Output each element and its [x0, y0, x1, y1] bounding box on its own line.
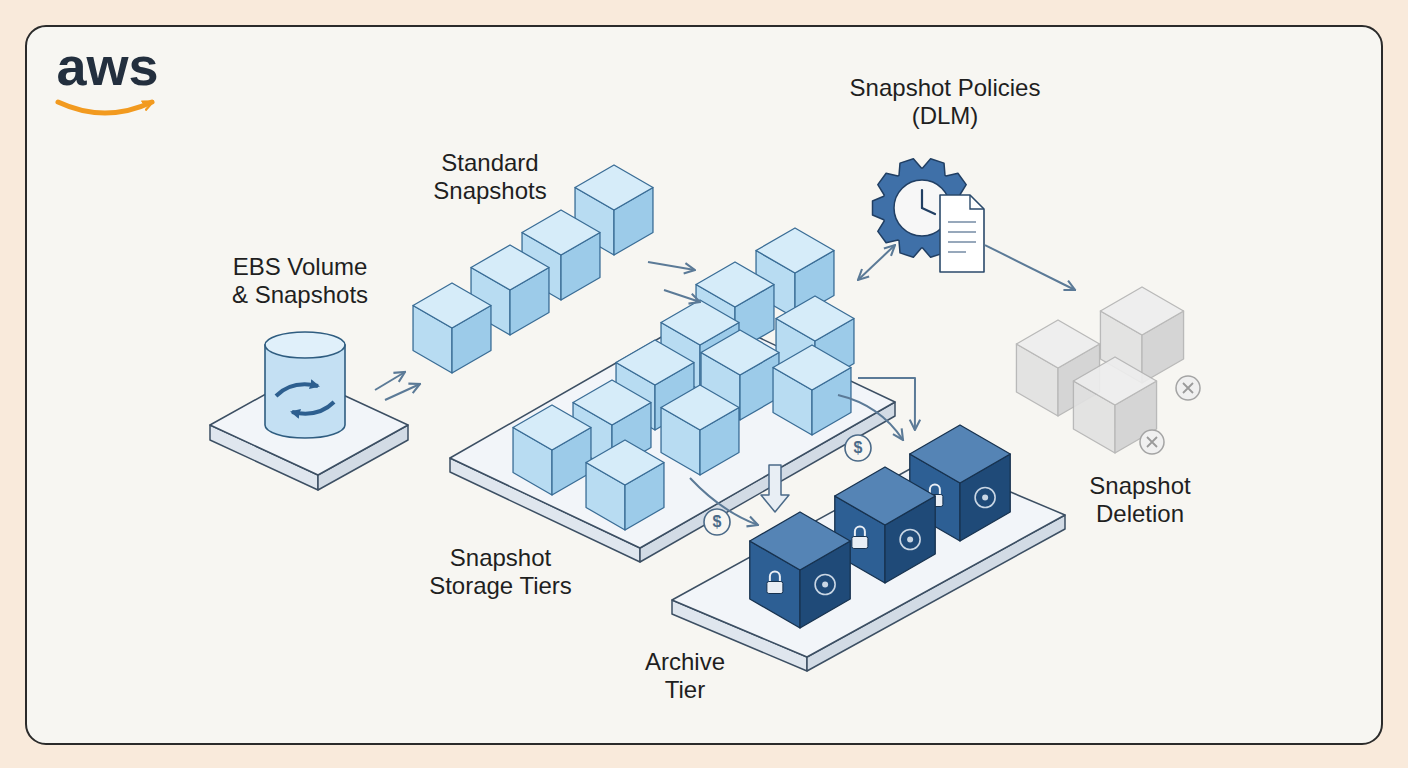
node-label: Snapshot Deletion: [1075, 472, 1205, 528]
node-label: Snapshot Policies (DLM): [840, 74, 1050, 130]
logo-text: aws: [50, 36, 165, 96]
group-node: Standard Snapshots: [405, 145, 648, 380]
cube-face: [701, 330, 779, 375]
snapshot-cube: [773, 345, 851, 435]
safe-dial: [982, 495, 988, 501]
card-frame: [26, 26, 1382, 744]
cube-face: [513, 405, 591, 450]
cube-face: [910, 425, 1010, 483]
currency-symbol: $: [848, 438, 868, 458]
lock-shackle: [855, 527, 865, 537]
sync-arrow: [276, 384, 318, 396]
cube-face: [835, 467, 935, 525]
cube-face: [1016, 320, 1099, 368]
cube-face: [696, 262, 774, 307]
clock-hand: [921, 190, 923, 208]
clock-hand: [922, 208, 935, 214]
node-label: Snapshot Storage Tiers: [418, 544, 583, 600]
currency-symbol: $: [707, 512, 727, 532]
document-line: [948, 251, 966, 253]
cube-face: [776, 296, 854, 341]
group-node: Snapshot Storage Tiers: [450, 270, 858, 600]
cube-face: [661, 385, 739, 430]
cube-face: [750, 512, 850, 570]
cube-face: [773, 345, 851, 390]
group-node: Snapshot Deletion: [1015, 290, 1210, 525]
sync-arrow: [292, 402, 334, 414]
logo-smile: [58, 102, 152, 113]
cube-face: [573, 380, 651, 425]
cube-face: [413, 283, 491, 328]
flow-connector: [375, 372, 405, 390]
document-line: [948, 231, 976, 233]
volume-cylinder-top: [265, 332, 345, 358]
archive-safe: [750, 512, 850, 628]
cost-coin: [845, 435, 871, 461]
flow-connector: [858, 378, 915, 430]
flow-connector: [858, 245, 895, 280]
document-fold: [970, 195, 984, 209]
safe-dial: [822, 582, 828, 588]
delete-mark: [1147, 437, 1157, 447]
safe-dial: [815, 575, 835, 595]
platform-top: [450, 312, 895, 548]
safe-dial: [900, 530, 920, 550]
document-line: [948, 241, 976, 243]
cube-face: [616, 340, 694, 385]
tier-arrow: [761, 465, 789, 512]
cube-face: [522, 210, 600, 255]
flow-arrow: [664, 290, 700, 302]
flow-arrow: [385, 384, 420, 400]
tier-arrow: [838, 395, 903, 440]
lock-body: [852, 537, 868, 549]
snapshot-cube: [661, 385, 739, 475]
cube-face: [575, 165, 653, 210]
volume-cylinder: [265, 345, 345, 438]
cube-face: [1100, 287, 1183, 335]
group-node: Archive Tier: [670, 430, 1065, 705]
snapshot-cube: [513, 405, 591, 495]
lock-shackle: [930, 485, 940, 495]
cube-face: [471, 245, 549, 290]
delete-mark: [1183, 383, 1193, 393]
node-label: Standard Snapshots: [425, 149, 555, 205]
snapshot-cube: [586, 440, 664, 530]
node-label: EBS Volume & Snapshots: [226, 253, 374, 309]
document-line: [948, 221, 976, 223]
cost-coin: [704, 509, 730, 535]
snapshot-cube: [413, 283, 491, 373]
lock-shackle: [770, 572, 780, 582]
cube-face: [1073, 357, 1156, 405]
cube-face: [756, 228, 834, 273]
lock-body: [767, 582, 783, 594]
policy-document: [940, 195, 984, 272]
flow-connector: [985, 245, 1075, 290]
flow-connector: [648, 262, 695, 270]
node-label: Archive Tier: [635, 648, 735, 704]
delete-mark: [1176, 376, 1200, 400]
group-node: EBS Volume & Snapshots: [210, 250, 375, 500]
group-node: Snapshot Policies (DLM): [895, 130, 985, 280]
safe-dial: [975, 488, 995, 508]
cube-face: [586, 440, 664, 485]
delete-mark: [1140, 430, 1164, 454]
safe-dial: [907, 537, 913, 543]
